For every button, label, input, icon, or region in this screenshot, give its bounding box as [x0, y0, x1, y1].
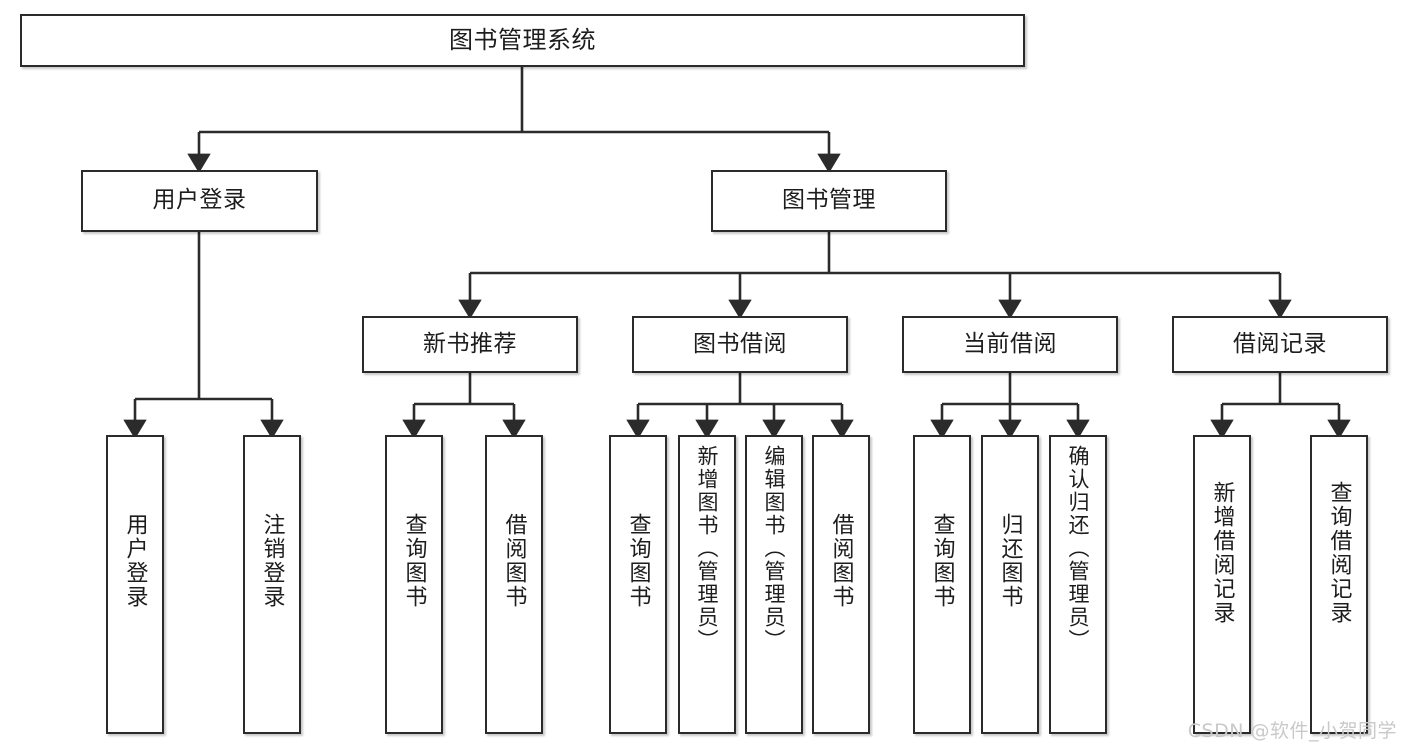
leaf-new-book-query[interactable]: 查询图书 — [385, 435, 443, 734]
leaf-record-add[interactable]: 新增借阅记录 — [1193, 435, 1251, 734]
node-label: 确认归还（管理员） — [1066, 445, 1091, 652]
node-book-borrow[interactable]: 图书借阅 — [632, 316, 848, 373]
node-label: 图书管理系统 — [449, 26, 596, 55]
node-label: 借阅图书 — [501, 513, 527, 609]
node-label: 用户登录 — [122, 513, 148, 609]
leaf-borrow-edit-book-admin[interactable]: 编辑图书（管理员） — [745, 435, 803, 734]
node-label: 查询图书 — [401, 513, 427, 609]
node-label: 借阅记录 — [1233, 330, 1327, 357]
node-user-login[interactable]: 用户登录 — [81, 170, 318, 232]
node-label: 借阅图书 — [828, 513, 854, 609]
leaf-record-query[interactable]: 查询借阅记录 — [1310, 435, 1368, 734]
node-label: 归还图书 — [997, 513, 1023, 609]
node-borrow-record[interactable]: 借阅记录 — [1172, 316, 1388, 373]
node-book-management[interactable]: 图书管理 — [711, 170, 947, 232]
node-label: 查询图书 — [929, 513, 955, 609]
node-label: 注销登录 — [259, 513, 285, 609]
node-label: 新增图书（管理员） — [695, 445, 720, 652]
leaf-current-return-book[interactable]: 归还图书 — [981, 435, 1039, 734]
node-root-system[interactable]: 图书管理系统 — [20, 14, 1025, 67]
leaf-borrow-borrow-book[interactable]: 借阅图书 — [812, 435, 870, 734]
node-label: 用户登录 — [152, 187, 247, 214]
watermark-text: CSDN @软件_小贺同学 — [1187, 720, 1397, 742]
node-new-book-recommend[interactable]: 新书推荐 — [362, 316, 578, 373]
node-label: 查询借阅记录 — [1326, 481, 1352, 625]
leaf-current-query-book[interactable]: 查询图书 — [913, 435, 971, 734]
leaf-new-book-borrow[interactable]: 借阅图书 — [485, 435, 543, 734]
leaf-borrow-add-book-admin[interactable]: 新增图书（管理员） — [678, 435, 736, 734]
leaf-user-logout[interactable]: 注销登录 — [243, 435, 301, 734]
leaf-user-login[interactable]: 用户登录 — [106, 435, 164, 734]
node-label: 图书借阅 — [693, 330, 787, 357]
leaf-current-confirm-return-admin[interactable]: 确认归还（管理员） — [1049, 435, 1107, 734]
node-label: 编辑图书（管理员） — [762, 445, 787, 652]
node-label: 当前借阅 — [963, 330, 1057, 357]
leaf-borrow-query-book[interactable]: 查询图书 — [609, 435, 667, 734]
node-label: 查询图书 — [625, 513, 651, 609]
node-current-borrow[interactable]: 当前借阅 — [902, 316, 1118, 373]
node-label: 新增借阅记录 — [1209, 481, 1235, 625]
node-label: 新书推荐 — [423, 330, 517, 357]
node-label: 图书管理 — [782, 187, 876, 214]
